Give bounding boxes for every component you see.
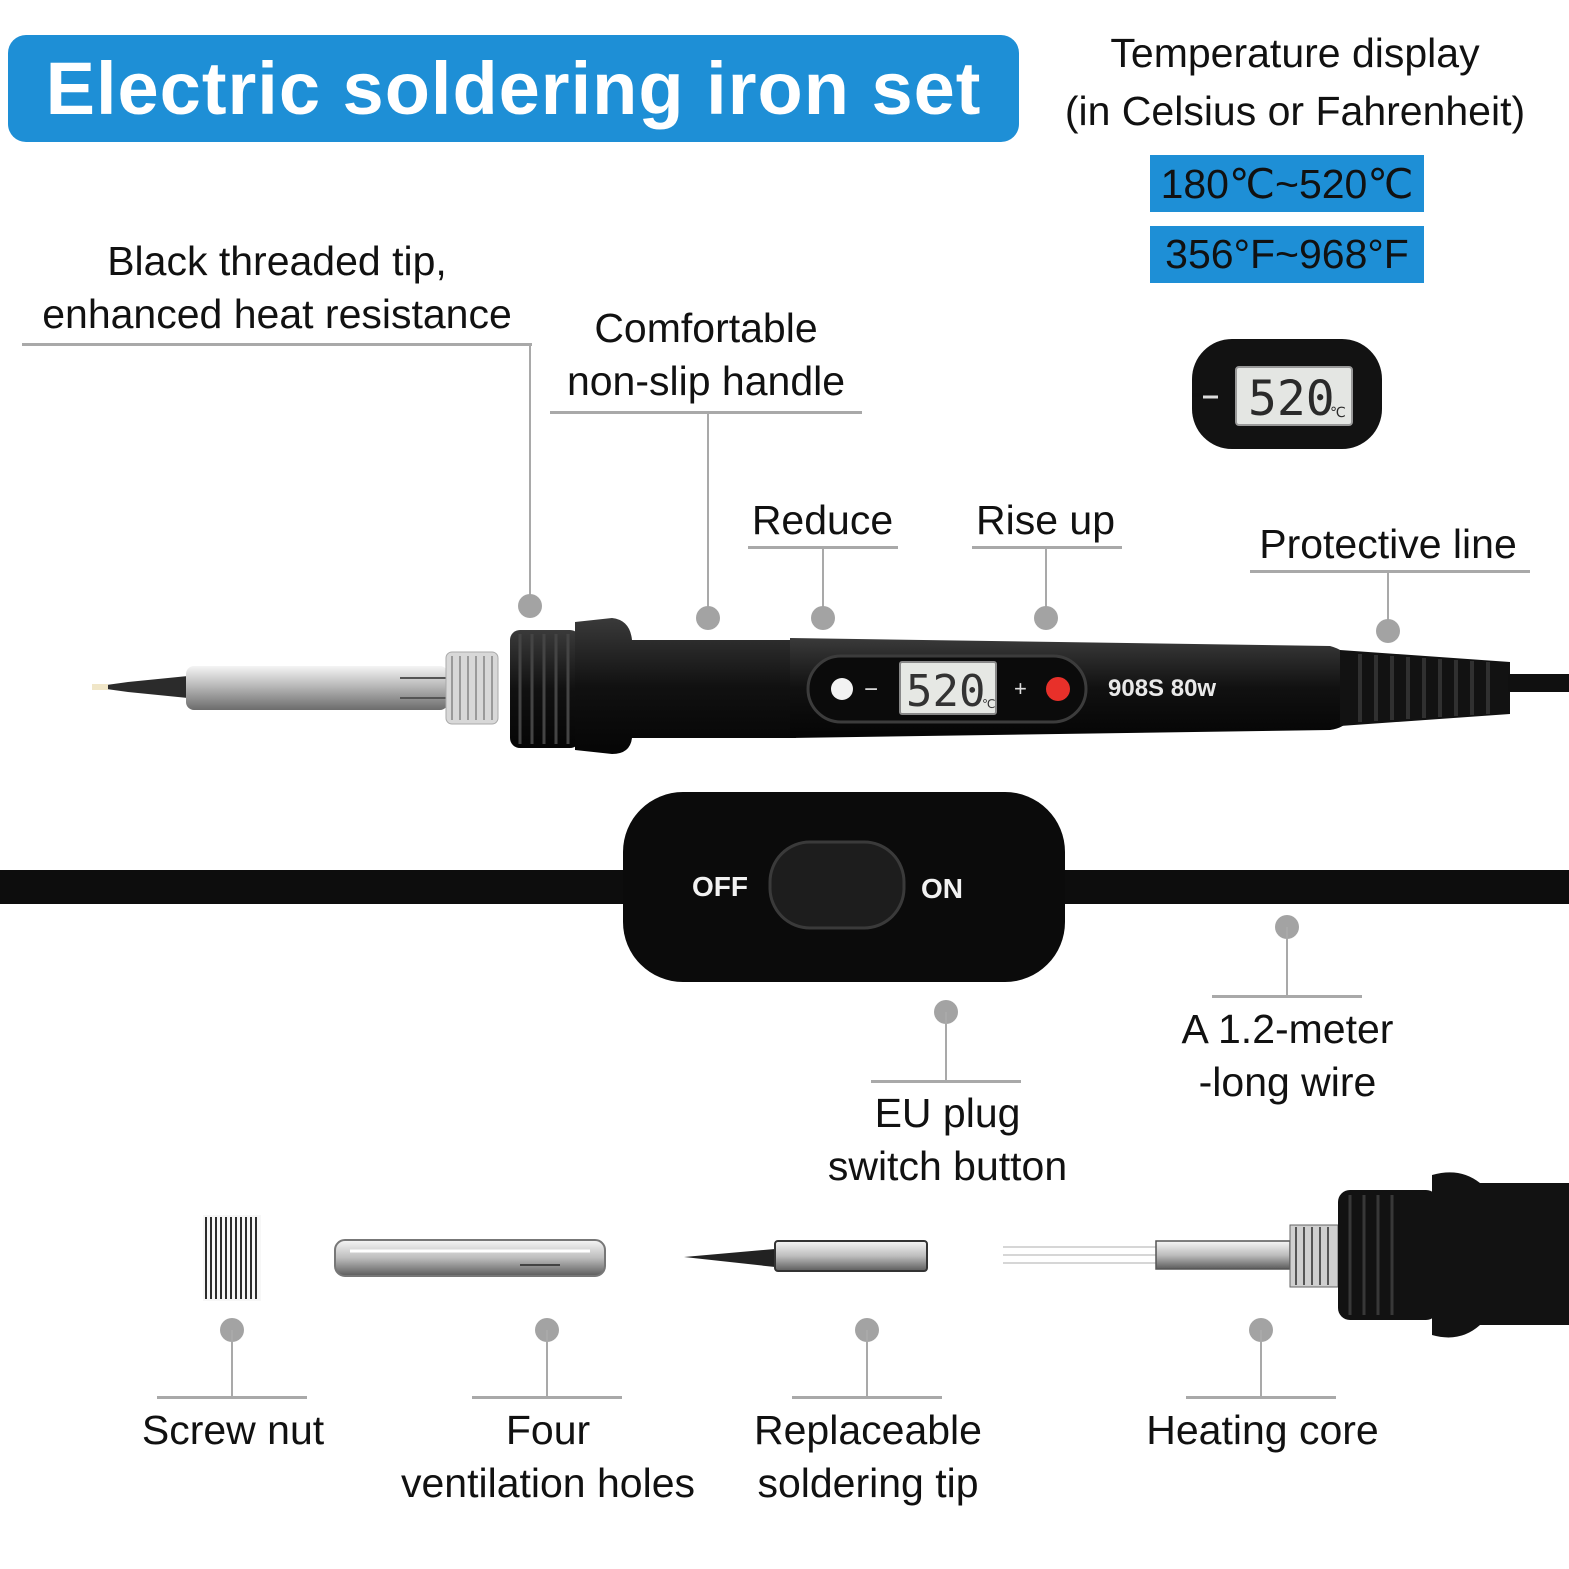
celsius-range-badge: 180℃~520℃: [1150, 155, 1424, 212]
handle-label-line1: Comfortable: [594, 305, 818, 351]
part-heating-core-collar-grip: [1348, 1195, 1394, 1315]
iron-nut-knurl: [451, 656, 493, 720]
rocker-switch[interactable]: [768, 840, 906, 930]
wire-label-line2: -long wire: [1198, 1059, 1377, 1105]
temperature-heading: Temperature display (in Celsius or Fahre…: [1045, 24, 1545, 140]
iron-steel-tube: [186, 666, 448, 710]
page-title: Electric soldering iron set: [45, 47, 982, 130]
handle-leader: [707, 411, 709, 617]
iron-collar-grip: [518, 634, 570, 744]
replaceable-tip-label-line2: soldering tip: [757, 1460, 979, 1506]
part-heating-core-collar: [1338, 1190, 1438, 1320]
vent-label: Four ventilation holes: [383, 1404, 713, 1510]
iron-lcd-reading: 520: [906, 666, 985, 717]
handle-label: Comfortable non-slip handle: [550, 302, 862, 408]
cable-with-switch: OFF ON: [0, 792, 1569, 982]
temperature-heading-line2: (in Celsius or Fahrenheit): [1064, 88, 1526, 134]
display-closeup-reading: 520: [1248, 371, 1335, 427]
replaceable-tip-underline: [792, 1396, 942, 1399]
display-closeup-unit: ℃: [1330, 404, 1346, 420]
iron-nut: [445, 651, 499, 725]
reduce-button-glyph: −: [864, 676, 878, 703]
iron-front-grip: [575, 618, 796, 754]
temperature-heading-line1: Temperature display: [1110, 30, 1480, 76]
rise-dot: [1034, 606, 1058, 630]
replaceable-tip-label: Replaceable soldering tip: [728, 1404, 1008, 1510]
protective-underline: [1250, 570, 1530, 573]
reduce-leader: [822, 546, 824, 616]
tip-leader: [529, 343, 531, 605]
display-closeup: 520 ℃: [1192, 339, 1382, 449]
rise-label: Rise up: [975, 497, 1115, 543]
wire-leader: [1286, 927, 1288, 997]
screw-nut-label: Screw nut: [141, 1407, 325, 1453]
tip-underline: [22, 343, 532, 346]
vent-underline: [472, 1396, 622, 1399]
iron-model-text: 908S 80w: [1108, 675, 1216, 702]
part-heating-core-thread: [1289, 1224, 1339, 1288]
iron-strain-relief-ribs: [1358, 654, 1490, 722]
fahrenheit-range-badge: 356°F~968°F: [1150, 226, 1424, 283]
part-vent-tube: [334, 1239, 606, 1277]
switch-on-label: ON: [921, 873, 963, 904]
handle-underline: [550, 411, 862, 414]
iron-lcd: [899, 661, 997, 715]
vent-leader: [546, 1330, 548, 1398]
reduce-label: Reduce: [751, 497, 894, 543]
protective-label: Protective line: [1259, 521, 1517, 567]
replaceable-tip-leader: [866, 1330, 868, 1398]
wire-label: A 1.2-meter -long wire: [1140, 1003, 1435, 1109]
tip-label: Black threaded tip, enhanced heat resist…: [22, 235, 532, 341]
part-heating-element: [1003, 1246, 1158, 1264]
tip-label-line1: Black threaded tip,: [107, 238, 447, 284]
switch-underline: [871, 1080, 1021, 1083]
iron-tip: [92, 676, 188, 698]
disassembled-parts: [203, 1172, 1569, 1338]
display-closeup-lcd: [1235, 366, 1353, 426]
rise-button[interactable]: [1046, 677, 1070, 701]
tip-label-line2: enhanced heat resistance: [42, 291, 512, 337]
heating-core-label: Heating core: [1146, 1407, 1379, 1453]
handle-dot: [696, 606, 720, 630]
part-heating-core-tube: [1155, 1240, 1291, 1270]
protective-leader: [1387, 570, 1389, 628]
replaceable-tip-label-line1: Replaceable: [754, 1407, 982, 1453]
soldering-iron: − 520 ℃ + 908S 80w: [92, 618, 1569, 754]
switch-button-label-line2: switch button: [827, 1143, 1068, 1189]
handle-label-line2: non-slip handle: [566, 358, 846, 404]
wire-label-line1: A 1.2-meter: [1181, 1006, 1394, 1052]
screw-nut-leader: [231, 1330, 233, 1398]
vent-label-line1: Four: [505, 1407, 591, 1453]
rise-underline: [972, 546, 1122, 549]
tip-dot: [518, 594, 542, 618]
switch-button-label: EU plug switch button: [795, 1087, 1100, 1193]
screw-nut-underline: [157, 1396, 307, 1399]
iron-lcd-unit: ℃: [982, 697, 995, 711]
part-tip-cone: [684, 1249, 775, 1267]
fahrenheit-range: 356°F~968°F: [1165, 231, 1409, 277]
celsius-range: 180℃~520℃: [1160, 160, 1414, 207]
title-banner: Electric soldering iron set: [8, 35, 1019, 142]
heating-core-leader: [1260, 1330, 1262, 1398]
iron-cord: [1508, 674, 1569, 692]
rise-leader: [1045, 546, 1047, 616]
heating-core-underline: [1186, 1396, 1336, 1399]
rise-button-glyph: +: [1014, 676, 1027, 701]
switch-leader: [945, 1012, 947, 1082]
wire-underline: [1212, 995, 1362, 998]
switch-off-label: OFF: [692, 871, 748, 902]
vent-label-line2: ventilation holes: [400, 1460, 696, 1506]
reduce-button[interactable]: [831, 678, 853, 700]
iron-tip-point: [92, 684, 108, 690]
part-tip-sleeve: [774, 1240, 928, 1272]
part-heating-core-handle: [1432, 1172, 1569, 1338]
part-heating-core-thread-lines: [1295, 1227, 1329, 1285]
reduce-dot: [811, 606, 835, 630]
part-screw-nut-knurl: [205, 1217, 257, 1299]
switch-button-label-line1: EU plug: [874, 1090, 1021, 1136]
protective-dot: [1376, 619, 1400, 643]
